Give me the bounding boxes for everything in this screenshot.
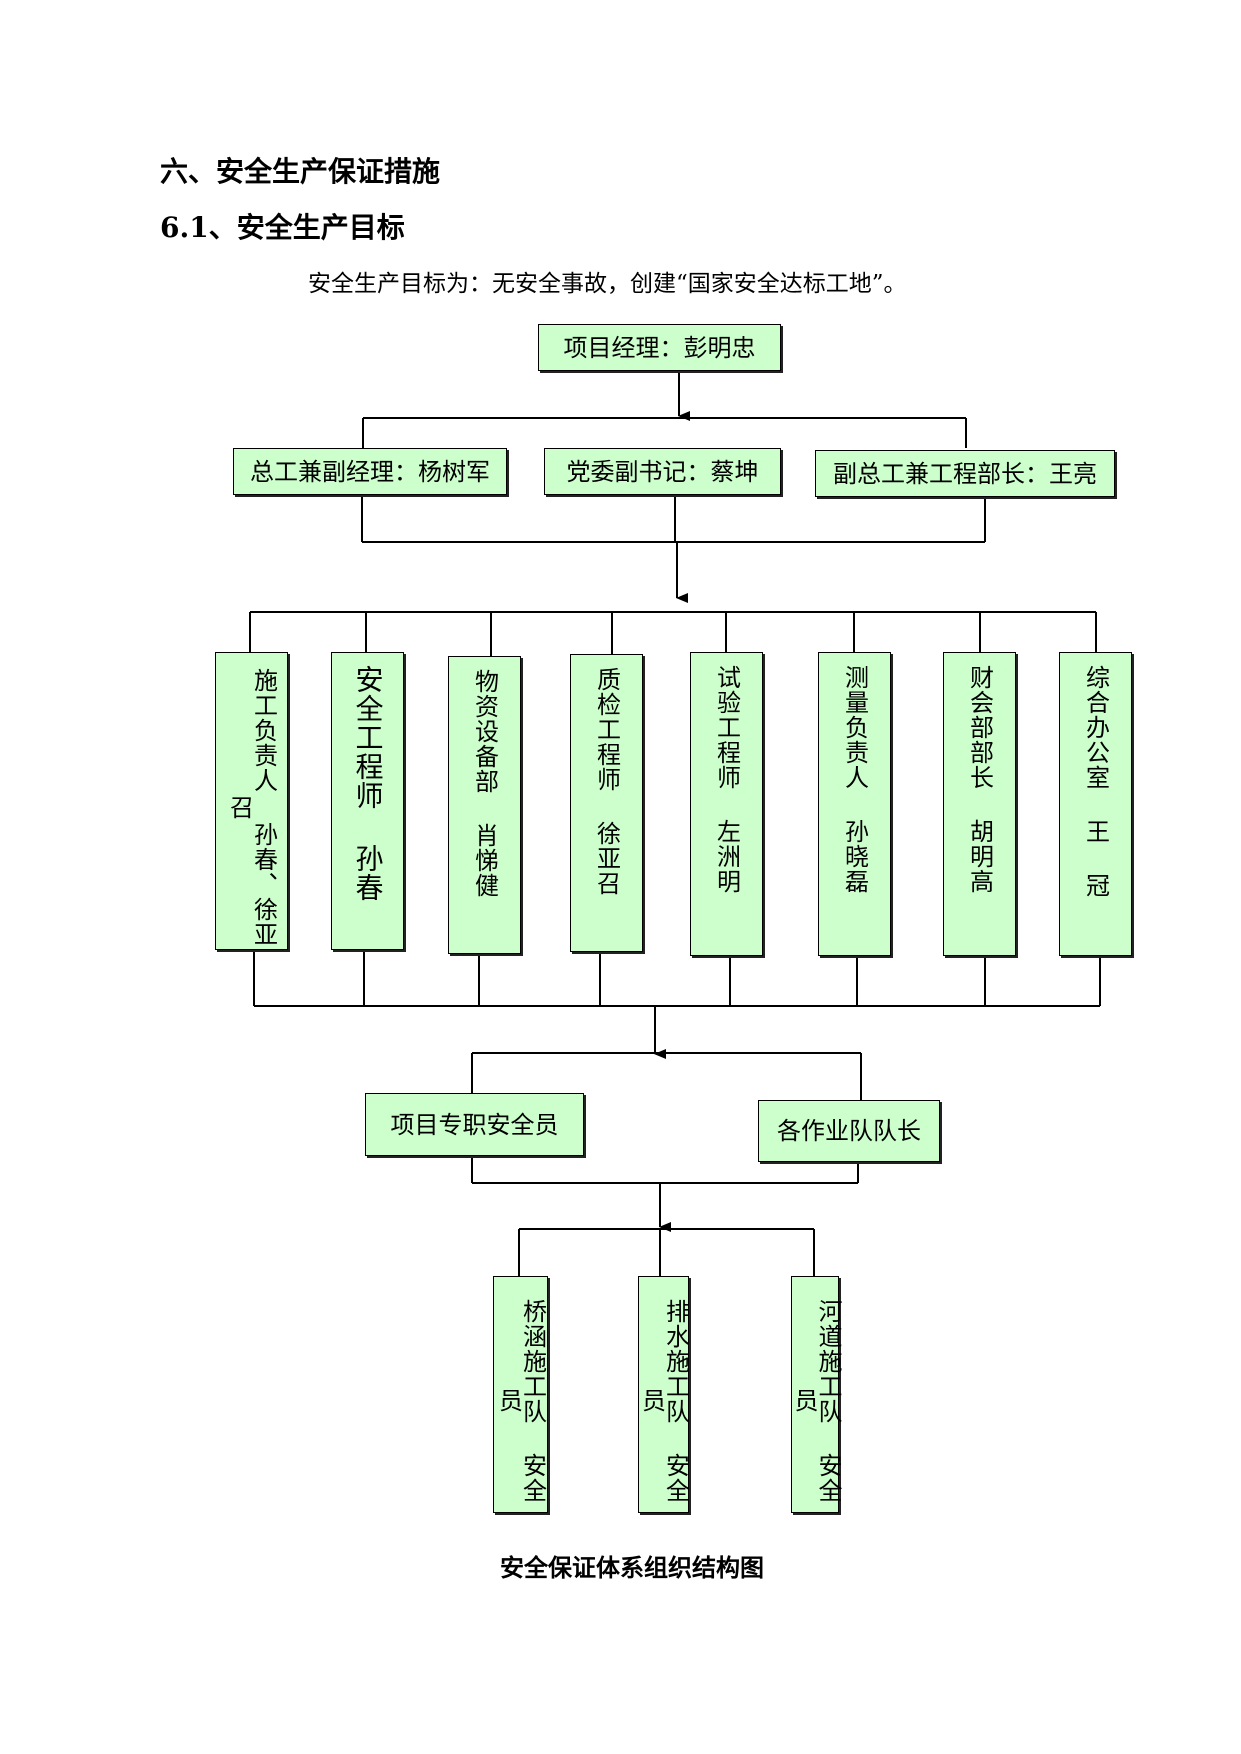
project-manager-box: 项目经理：彭明忠: [538, 324, 781, 371]
river-team-label: 河道施工队 安全员: [790, 1298, 842, 1503]
qc-engineer-label: 质检工程师 徐亚召: [592, 667, 621, 896]
materials-dept-box: 物资设备部 肖悌健: [448, 656, 521, 954]
deputy-chief-engineer-box: 总工兼副经理：杨树军: [233, 448, 507, 495]
safety-engineer-label: 安全工程师 孙春: [351, 665, 385, 902]
survey-lead-label: 测量负责人 孙晓磊: [840, 665, 869, 894]
bridge-team-label: 桥涵施工队 安全员: [494, 1298, 547, 1503]
river-team-box: 河道施工队 安全员: [790, 1276, 842, 1513]
survey-lead-box: 测量负责人 孙晓磊: [818, 652, 891, 956]
section-heading: 六、安全生产保证措施: [160, 155, 441, 188]
safety-officer-box: 项目专职安全员: [365, 1093, 584, 1156]
drainage-team-box: 排水施工队 安全员: [637, 1276, 690, 1513]
materials-dept-label: 物资设备部 肖悌健: [470, 669, 499, 898]
drainage-team-label: 排水施工队 安全员: [637, 1298, 690, 1503]
subsection-heading: 6.1、安全生产目标: [160, 211, 405, 244]
construction-lead-box: 施工负责人 孙春、徐亚召: [215, 652, 288, 950]
chart-caption: 安全保证体系组织结构图: [500, 1553, 764, 1582]
construction-lead-label: 施工负责人 孙春、徐亚召: [225, 667, 278, 947]
engineering-head-box: 副总工兼工程部长：王亮: [815, 450, 1115, 497]
finance-head-label: 财会部部长 胡明高: [965, 665, 994, 894]
test-engineer-box: 试验工程师 左洲明: [690, 652, 763, 956]
qc-engineer-box: 质检工程师 徐亚召: [570, 654, 643, 952]
party-secretary-box: 党委副书记：蔡坤: [544, 448, 781, 495]
general-office-label: 综合办公室 王 冠: [1081, 665, 1110, 898]
test-engineer-label: 试验工程师 左洲明: [712, 665, 741, 894]
bridge-team-box: 桥涵施工队 安全员: [493, 1276, 548, 1513]
intro-paragraph: 安全生产目标为：无安全事故，创建“国家安全达标工地”。: [308, 271, 907, 297]
team-leaders-box: 各作业队队长: [758, 1100, 940, 1162]
finance-head-box: 财会部部长 胡明高: [943, 652, 1016, 956]
safety-engineer-box: 安全工程师 孙春: [331, 652, 404, 950]
general-office-box: 综合办公室 王 冠: [1059, 652, 1132, 956]
